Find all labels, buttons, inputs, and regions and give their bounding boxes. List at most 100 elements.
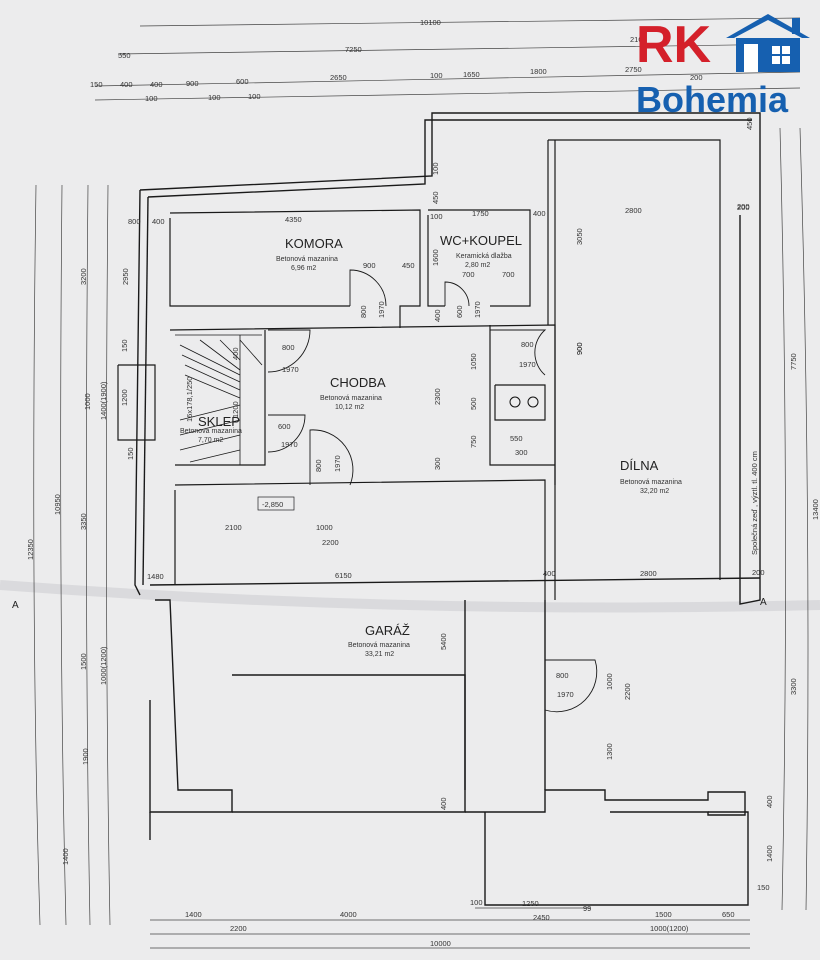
top-dim-550: 550 <box>118 51 131 60</box>
top-dim-900: 900 <box>186 79 199 88</box>
dimension-label: 800 <box>314 459 323 472</box>
bottom-dim-1000-1200: 1000(1200) <box>650 924 689 933</box>
top-dim-total: 10100 <box>420 18 441 27</box>
dimension-label: 1970 <box>281 440 298 449</box>
room-komora-floor: Betonová mazanina <box>276 256 338 263</box>
dimension-label: 800 <box>128 217 141 226</box>
dimension-label: 800 <box>521 340 534 349</box>
room-dilna-floor: Betonová mazanina <box>620 479 682 486</box>
left-dim-1400: 1400 <box>61 848 70 865</box>
top-dim-200: 200 <box>690 73 703 82</box>
sink-symbol <box>509 396 521 408</box>
dimension-label: 1200 <box>231 401 240 418</box>
outer-walls <box>134 112 761 906</box>
left-dimension-lines <box>33 184 111 926</box>
room-wc-area: 2,80 m2 <box>465 262 490 269</box>
dimension-label: 600 <box>455 305 464 318</box>
left-dim-1480: 1480 <box>147 572 164 581</box>
right-dim-200b: 200 <box>752 568 765 577</box>
dimension-label: 700 <box>502 270 515 279</box>
right-dim-400: 400 <box>765 795 774 808</box>
left-dim-10950: 10950 <box>53 494 62 515</box>
paper-fold <box>0 580 820 613</box>
dimension-label: 500 <box>469 397 478 410</box>
room-komora-name: KOMORA <box>285 236 343 251</box>
right-dim-450: 450 <box>745 117 754 130</box>
top-dim-7250: 7250 <box>345 45 362 54</box>
dimension-label: 2300 <box>433 388 442 405</box>
rk-bohemia-logo: RK Bohemia <box>636 14 810 120</box>
right-dim-3300: 3300 <box>789 678 798 695</box>
left-dim-3200: 3200 <box>79 268 88 285</box>
right-dim-13400: 13400 <box>811 499 820 520</box>
dimension-label: 900 <box>363 261 376 270</box>
room-komora-area: 6,96 m2 <box>291 265 316 272</box>
room-wc-name: WC+KOUPEL <box>440 233 522 248</box>
right-dim-1400: 1400 <box>765 845 774 862</box>
bottom-dimension-lines <box>150 907 750 949</box>
wall-note: Společná zeď , výztl. tl. 400 cm <box>750 451 759 555</box>
dimension-label: 400 <box>433 309 442 322</box>
logo-house-icon <box>726 14 810 72</box>
section-marker-right: A <box>760 597 767 608</box>
left-dim-1000: 1000 <box>83 393 92 410</box>
room-chodba-floor: Betonová mazanina <box>320 395 382 402</box>
dimension-label: 2800 <box>640 569 657 578</box>
dimension-label: 400 <box>543 569 556 578</box>
dimension-label: 6150 <box>335 571 352 580</box>
top-dim-150: 150 <box>90 80 103 89</box>
top-dim-400a: 400 <box>120 80 133 89</box>
left-dim-150b: 150 <box>126 447 135 460</box>
room-garaz-area: 33,21 m2 <box>365 651 394 658</box>
dimension-label: 1000 <box>605 673 614 690</box>
dimension-label: 600 <box>278 422 291 431</box>
level-label: -2,850 <box>262 500 283 509</box>
room-sklep-area: 7,70 m2 <box>198 437 223 444</box>
dimension-label: 1600 <box>431 249 440 266</box>
dimension-label: 900 <box>575 342 584 355</box>
dimension-label: 200 <box>737 203 750 212</box>
dimension-label: 800 <box>282 343 295 352</box>
dimension-label: 1000 <box>316 523 333 532</box>
dimension-label: 1970 <box>282 365 299 374</box>
bottom-dim-1500: 1500 <box>655 910 672 919</box>
top-dim-100c: 100 <box>248 92 261 101</box>
bottom-dim-4000: 4000 <box>340 910 357 919</box>
bottom-dim-2200: 2200 <box>230 924 247 933</box>
room-sklep-name: SKLEP <box>198 414 240 429</box>
section-marker-left: A <box>12 600 19 611</box>
top-dim-2100: 2100 <box>630 35 647 44</box>
dimension-label: 3050 <box>575 228 584 245</box>
room-dilna-area: 32,20 m2 <box>640 488 669 495</box>
staircase <box>175 334 263 465</box>
dimension-label: 800 <box>556 671 569 680</box>
top-dim-2750: 2750 <box>625 65 642 74</box>
dimension-label: 300 <box>433 457 442 470</box>
dimension-label: 2200 <box>322 538 339 547</box>
dimension-label: 750 <box>469 435 478 448</box>
left-dim-1400-1900: 1400(1900) <box>99 381 108 420</box>
dimension-label: 1300 <box>605 743 614 760</box>
dimension-label: 300 <box>515 448 528 457</box>
left-dim-12350: 12350 <box>26 539 35 560</box>
room-dilna-name: DÍLNA <box>620 458 659 473</box>
top-dim-100d: 100 <box>430 71 443 80</box>
left-dim-1900: 1900 <box>81 748 90 765</box>
logo-rk-text: RK <box>636 16 712 74</box>
dimension-label: 400 <box>231 347 240 360</box>
dimension-label: 2800 <box>625 206 642 215</box>
right-dim-7750: 7750 <box>789 353 798 370</box>
doors <box>267 269 598 713</box>
top-dimension-lines <box>94 17 801 101</box>
top-dim-2650: 2650 <box>330 73 347 82</box>
room-chodba-name: CHODBA <box>330 375 386 390</box>
dimension-label: 1970 <box>557 690 574 699</box>
top-dim-100a: 100 <box>145 94 158 103</box>
dimension-label: 5400 <box>439 633 448 650</box>
dimension-label: 1970 <box>377 301 386 318</box>
dimension-label: 2200 <box>623 683 632 700</box>
top-dim-1800: 1800 <box>530 67 547 76</box>
room-garaz-floor: Betonová mazanina <box>348 642 410 649</box>
dimension-label: 400 <box>152 217 165 226</box>
